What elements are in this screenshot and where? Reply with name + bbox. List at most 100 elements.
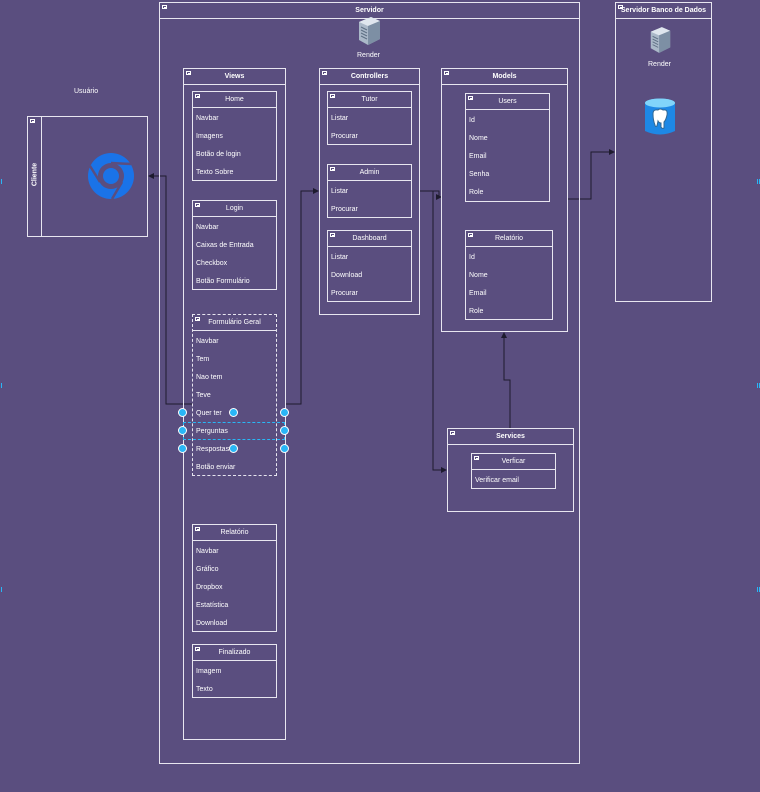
views-header: Views [184,69,285,85]
verificar-service[interactable]: Verficar Verificar email [471,453,556,489]
list-item: Texto Sobre [196,169,234,176]
chrome-browser-icon [87,152,135,200]
postgresql-icon [644,98,676,136]
collapse-icon[interactable] [468,233,473,237]
list-item: Navbar [196,548,219,555]
collapse-icon[interactable] [322,71,327,75]
collapse-icon[interactable] [195,203,200,207]
login-view[interactable]: Login Navbar Caixas de Entrada Checkbox … [192,200,277,290]
list-item: Role [469,189,484,196]
list-item: Procurar [331,133,358,140]
home-title: Home [225,96,244,103]
list-item: Botão enviar [196,464,236,471]
list-item: Texto [196,686,213,693]
collapse-icon[interactable] [30,119,35,123]
list-item: Teve [196,392,211,399]
collapse-icon[interactable] [330,233,335,237]
services-container[interactable]: Services [447,428,574,512]
relatorio-model[interactable]: Relatório Id Nome Email Role [465,230,553,320]
list-item: Quer ter [196,410,222,417]
list-item: Caixas de Entrada [196,242,254,249]
list-item: Download [196,620,228,627]
list-item-selected[interactable]: Perguntas [196,428,228,435]
collapse-icon[interactable] [186,71,191,75]
banco-title: Servidor Banco de Dados [620,7,707,14]
list-item: Navbar [196,224,219,231]
tutor-title: Tutor [361,96,378,103]
list-item: Imagem [196,668,222,675]
list-item: Role [469,308,484,315]
collapse-icon[interactable] [444,71,449,75]
render-label: Render [357,52,380,59]
collapse-icon[interactable] [195,527,200,531]
collapse-icon[interactable] [450,431,455,435]
banco-container[interactable]: Servidor Banco de Dados [615,2,712,302]
login-title: Login [225,205,244,212]
usuario-label: Usuário [74,88,99,95]
cliente-container[interactable]: Cliente [27,116,148,237]
collapse-icon[interactable] [195,317,200,321]
finalizado-header: Finalizado [193,645,276,661]
admin-controller[interactable]: Admin Listar Procurar [327,164,412,218]
collapse-icon[interactable] [618,5,623,9]
list-item: Botão Formulário [196,278,250,285]
server-icon [648,25,672,55]
formulario-view[interactable]: Formulário Geral Navbar Tem Nao tem Teve… [192,314,277,476]
verificar-header: Verficar [472,454,555,470]
admin-header: Admin [328,165,411,181]
edge-connection-point [0,587,2,592]
list-item: Nome [469,135,488,142]
connector-views-to-cliente [148,173,192,405]
dashboard-header: Dashboard [328,231,411,247]
resize-handle[interactable] [178,444,187,453]
connector-services-to-models [501,332,511,428]
relatorio-model-title: Relatório [494,235,523,242]
resize-handle[interactable] [229,408,238,417]
relatorio-model-header: Relatório [466,231,552,247]
users-model[interactable]: Users Id Nome Email Senha Role [465,93,550,202]
home-view[interactable]: Home Navbar Imagens Botão de login Texto… [192,91,277,181]
users-title: Users [498,98,517,105]
models-header: Models [442,69,567,85]
collapse-icon[interactable] [474,456,479,460]
resize-handle[interactable] [178,408,187,417]
relatorio-view-title: Relatório [220,529,249,536]
list-item: Navbar [196,338,219,345]
resize-handle[interactable] [280,426,289,435]
connector-controllers-to-services [432,191,447,473]
controllers-header: Controllers [320,69,419,85]
formulario-title: Formulário Geral [208,319,261,326]
edge-connection-point [0,179,2,184]
collapse-icon[interactable] [330,94,335,98]
collapse-icon[interactable] [195,647,200,651]
list-item: Verificar email [475,477,519,484]
list-item: Email [469,153,487,160]
verificar-title: Verficar [501,458,526,465]
services-header: Services [448,429,573,445]
resize-handle[interactable] [178,426,187,435]
views-container[interactable]: Views [183,68,286,740]
server-icon [356,16,382,46]
collapse-icon[interactable] [162,5,167,9]
list-item: Gráfico [196,566,219,573]
resize-handle[interactable] [280,444,289,453]
relatorio-view[interactable]: Relatório Navbar Gráfico Dropbox Estatís… [192,524,277,632]
controllers-container[interactable]: Controllers [319,68,420,315]
list-item: Procurar [331,290,358,297]
dashboard-controller[interactable]: Dashboard Listar Download Procurar [327,230,412,302]
collapse-icon[interactable] [468,96,473,100]
list-item: Botão de login [196,151,241,158]
resize-handle[interactable] [280,408,289,417]
models-container[interactable]: Models [441,68,568,332]
list-item: Estatística [196,602,229,609]
collapse-icon[interactable] [330,167,335,171]
tutor-controller[interactable]: Tutor Listar Procurar [327,91,412,145]
finalizado-view[interactable]: Finalizado Imagem Texto [192,644,277,698]
list-item: Download [331,272,363,279]
tutor-header: Tutor [328,92,411,108]
collapse-icon[interactable] [195,94,200,98]
list-item: Email [469,290,487,297]
login-header: Login [193,201,276,217]
resize-handle[interactable] [229,444,238,453]
list-item: Nao tem [196,374,223,381]
